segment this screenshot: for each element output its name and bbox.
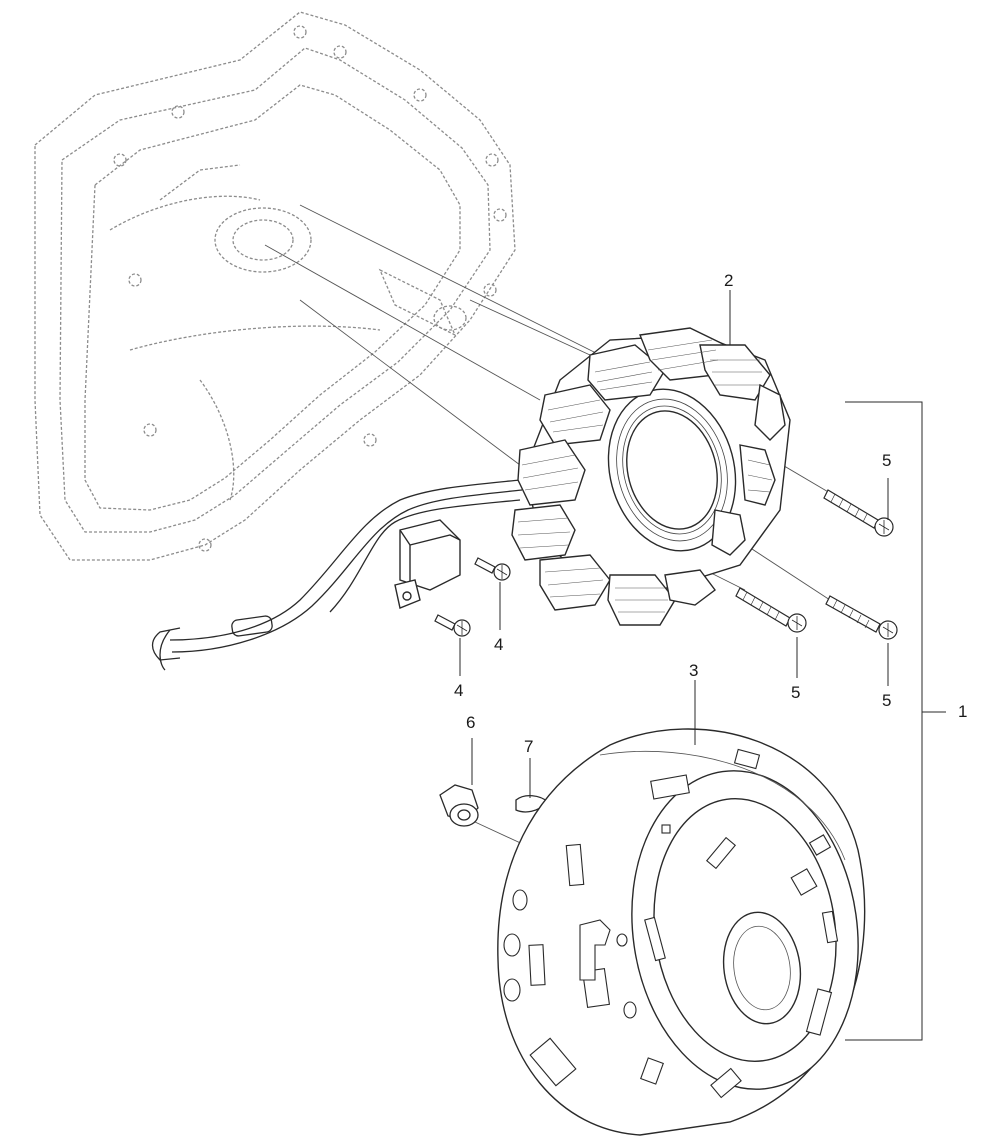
callout-stator-screw-b: 5 bbox=[791, 683, 801, 702]
callout-key: 7 bbox=[524, 737, 534, 756]
pickup-sensor bbox=[394, 519, 461, 609]
stator-drawing bbox=[511, 327, 791, 626]
nut-drawing bbox=[439, 784, 479, 827]
stator-screws bbox=[735, 489, 898, 640]
callout-assembly: 1 bbox=[958, 702, 968, 721]
callout-stator: 2 bbox=[724, 271, 734, 290]
pickup-screws bbox=[434, 557, 511, 637]
callout-nut: 6 bbox=[466, 713, 476, 732]
callout-pickup-screw-a: 4 bbox=[494, 635, 504, 654]
callout-stator-screw-a: 5 bbox=[882, 451, 892, 470]
callout-pickup-screw-b: 4 bbox=[454, 681, 464, 700]
leader-lines bbox=[459, 290, 946, 1041]
rotor-drawing bbox=[497, 728, 866, 1136]
wiring-harness bbox=[151, 479, 523, 671]
callout-rotor: 3 bbox=[689, 661, 699, 680]
crankcase-cover-phantom bbox=[34, 11, 516, 561]
callout-stator-screw-c: 5 bbox=[882, 691, 892, 710]
